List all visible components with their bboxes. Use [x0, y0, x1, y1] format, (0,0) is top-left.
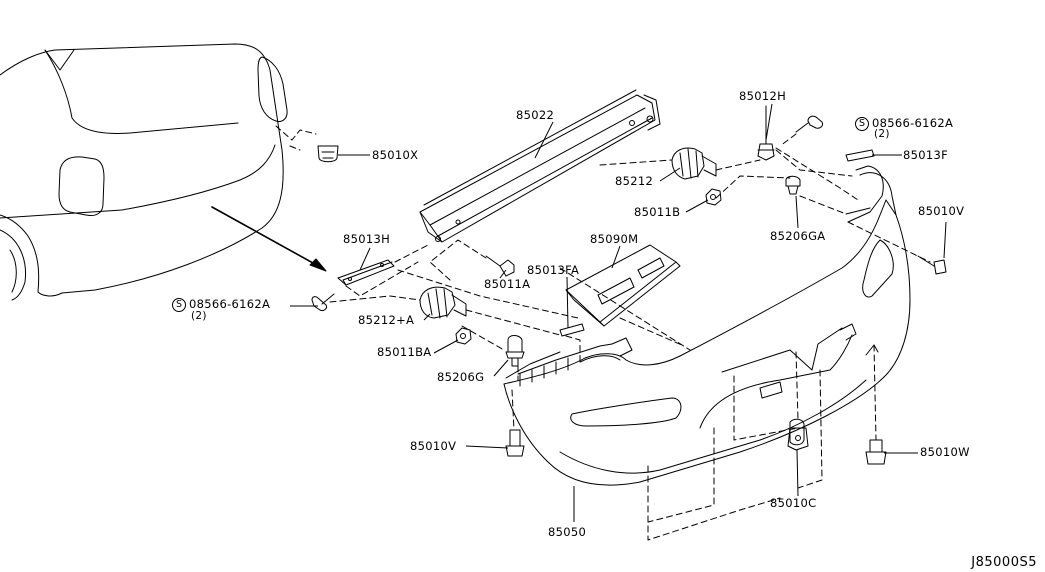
callout-85011B: 85011B: [634, 205, 681, 219]
callout-85212-A: 85212+A: [358, 313, 415, 327]
callout-85010X: 85010X: [372, 148, 419, 162]
reinforcement-bar-85022: [419, 89, 661, 243]
callout-85012H: 85012H: [739, 89, 787, 103]
callout-85206GA: 85206GA: [770, 229, 826, 243]
callout-85010C: 85010C: [770, 496, 817, 510]
diagram-reference-id: J85000S5: [971, 555, 1037, 570]
vehicle-outline: [0, 43, 288, 301]
callout-85090M: 85090M: [590, 232, 639, 246]
callout-85013F: 85013F: [903, 148, 948, 162]
qty-right: (2): [874, 128, 890, 140]
callout-85013H: 85013H: [343, 232, 391, 246]
callout-85050: 85050: [548, 525, 587, 539]
direction-arrow: [211, 206, 327, 272]
bracket-85013H: [337, 259, 395, 286]
bumper-fascia-85050: [503, 165, 911, 486]
screw-85010V-left: [505, 429, 525, 457]
callout-85013FA: 85013FA: [527, 263, 580, 277]
callout-85022: 85022: [516, 108, 555, 122]
callout-85212: 85212: [615, 174, 654, 188]
callout-08566-6162A-right: 08566-6162A: [872, 116, 954, 130]
clip-85206GA: [785, 175, 801, 195]
callout-85010V-right: 85010V: [918, 204, 965, 218]
screw-08566-left: [311, 293, 335, 311]
nut-85011B: [705, 188, 722, 206]
screw-85011A: [485, 255, 515, 277]
callout-85011A: 85011A: [484, 277, 531, 291]
screw-symbol-right: S: [855, 117, 869, 131]
pad-85013F: [845, 149, 875, 162]
clip-85010X: [317, 145, 339, 163]
nut-85011BA: [455, 327, 472, 345]
qty-left: (2): [191, 310, 207, 322]
screw-symbol-left: S: [172, 298, 186, 312]
callout-85010V-left: 85010V: [410, 439, 457, 453]
callout-08566-6162A-left: 08566-6162A: [189, 297, 271, 311]
clip-85206G: [505, 335, 525, 367]
callout-85206G: 85206G: [437, 370, 485, 384]
screw-85010W: [865, 439, 887, 465]
bracket-85090M: [565, 244, 681, 327]
callout-85010W: 85010W: [920, 445, 970, 459]
clip-85010C: [787, 427, 809, 451]
callout-85011BA: 85011BA: [377, 345, 432, 359]
assembly-dashed-lines: [275, 125, 931, 541]
screw-08566-right: [795, 115, 823, 133]
pad-85013FA: [559, 323, 585, 337]
